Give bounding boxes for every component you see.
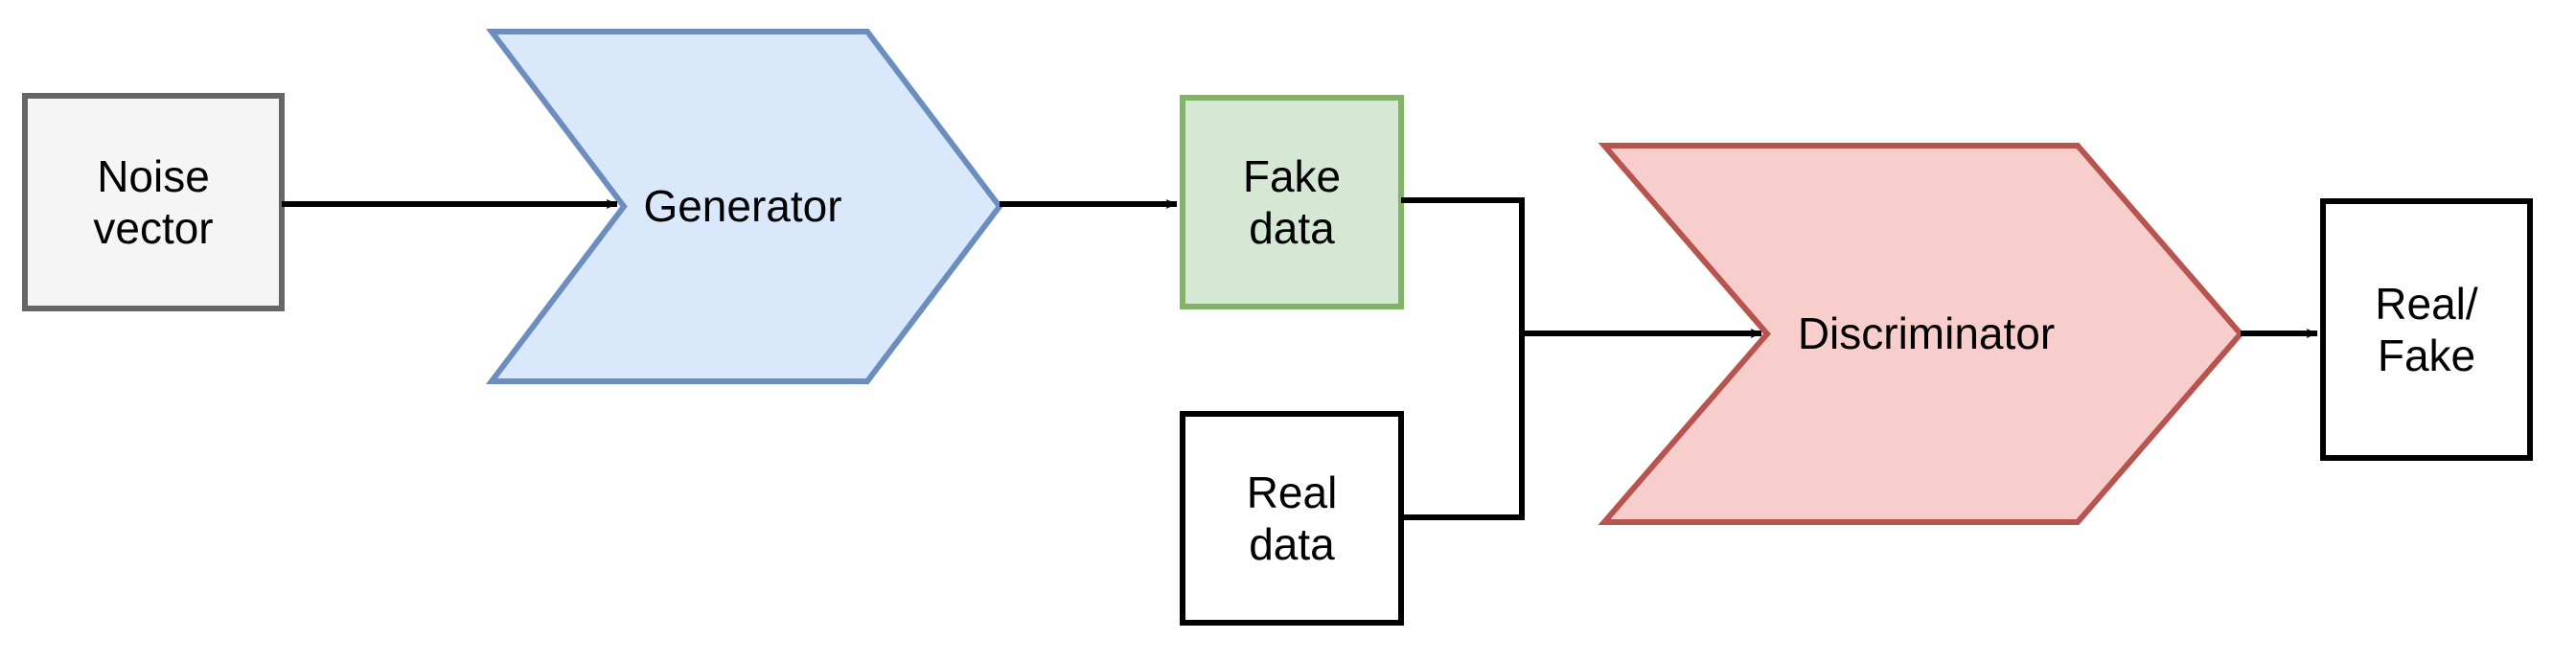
edge-real-data-to-junction (1401, 333, 1525, 520)
node-noise-vector-shape[interactable] (22, 93, 285, 311)
node-real-fake-output-shape[interactable] (2320, 198, 2533, 461)
edge-fake-data-to-junction (1401, 197, 1525, 333)
node-discriminator-shape[interactable] (1598, 143, 2244, 525)
node-real-data-shape[interactable] (1180, 411, 1404, 626)
node-fake-data-shape[interactable] (1180, 95, 1404, 309)
node-generator-shape[interactable] (485, 29, 1003, 384)
